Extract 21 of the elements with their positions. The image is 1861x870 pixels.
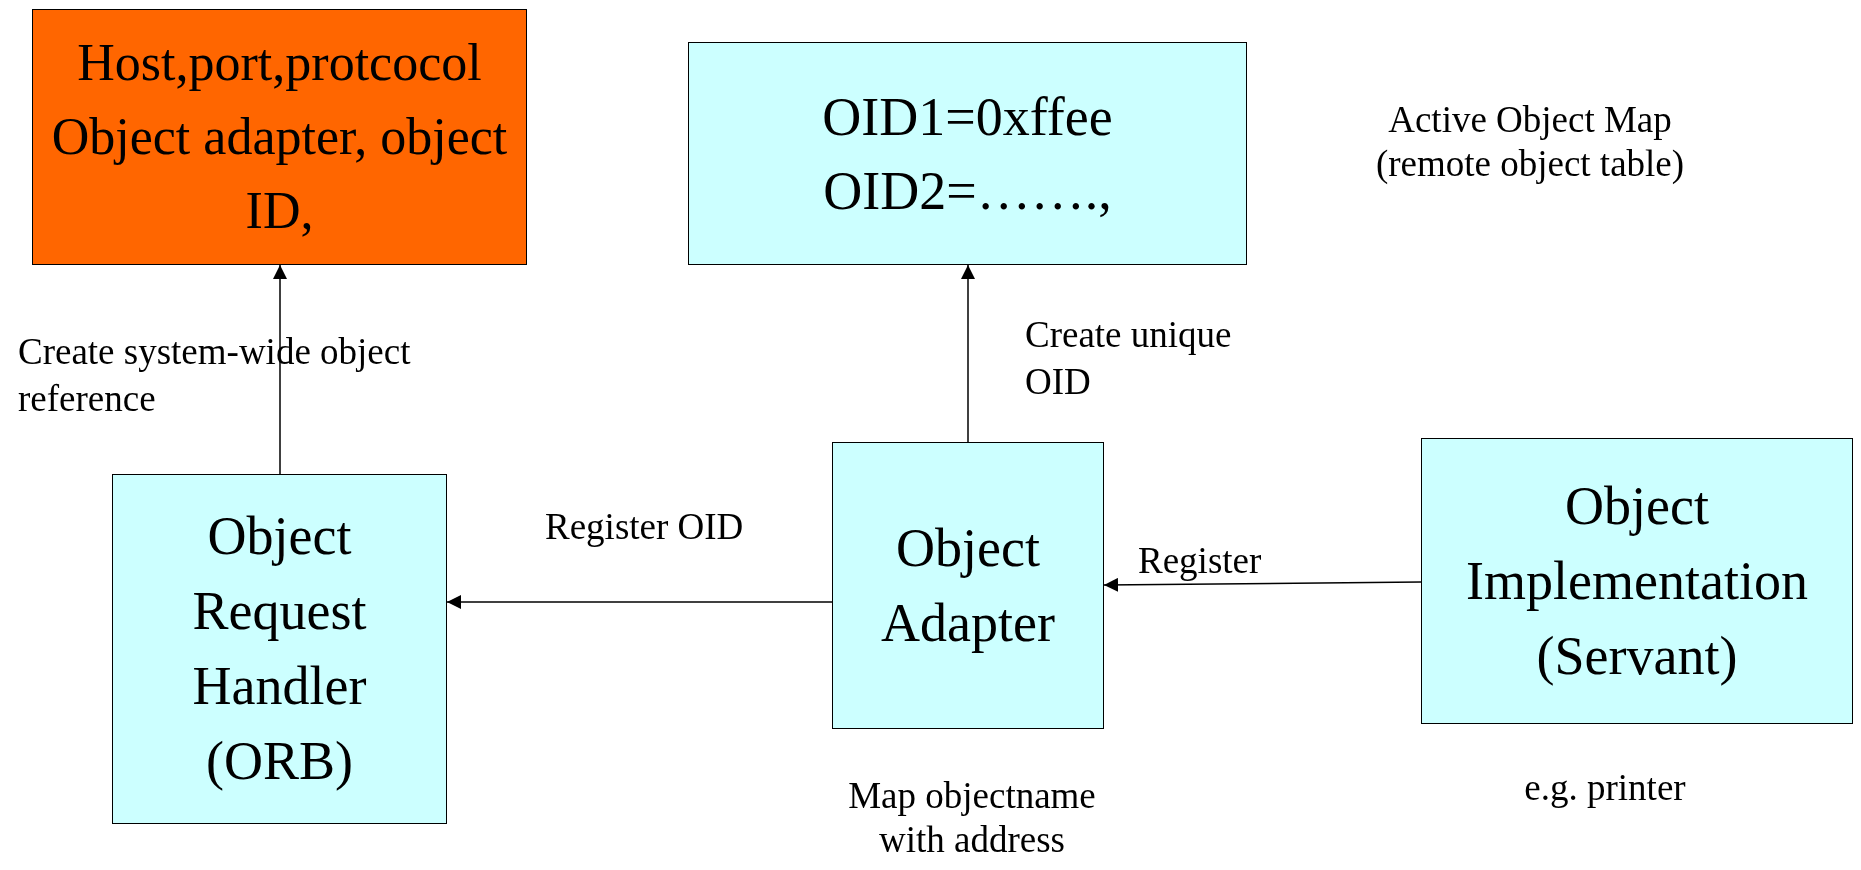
arrow: [273, 264, 287, 475]
note-text: Map objectname with address: [847, 774, 1097, 862]
box-text: Object Implementation (Servant): [1465, 474, 1809, 688]
note-text: e.g. printer: [1523, 766, 1687, 810]
arrow: [961, 264, 975, 443]
edge-label: Create unique OID: [1025, 313, 1233, 404]
edge-label: Register: [1138, 539, 1263, 583]
process-box: [112, 474, 447, 824]
box-text: OID1=0xffee: [822, 85, 1113, 149]
process-box: [832, 442, 1104, 729]
process-box: [688, 42, 1247, 265]
arrow: [446, 595, 833, 609]
box-text: Object Adapter: [880, 516, 1056, 655]
process-box: [1421, 438, 1853, 724]
box-text: OID2=…….,: [823, 159, 1112, 223]
edge-label: Register OID: [545, 505, 745, 549]
note-text: Active Object Map (remote object table): [1374, 98, 1686, 186]
box-text: Host,port,protcocol Object adapter, object ID,: [50, 33, 509, 241]
arrow: [1103, 577, 1422, 592]
box-text: Object Request Handler (ORB): [191, 505, 368, 793]
process-box: [32, 9, 527, 265]
